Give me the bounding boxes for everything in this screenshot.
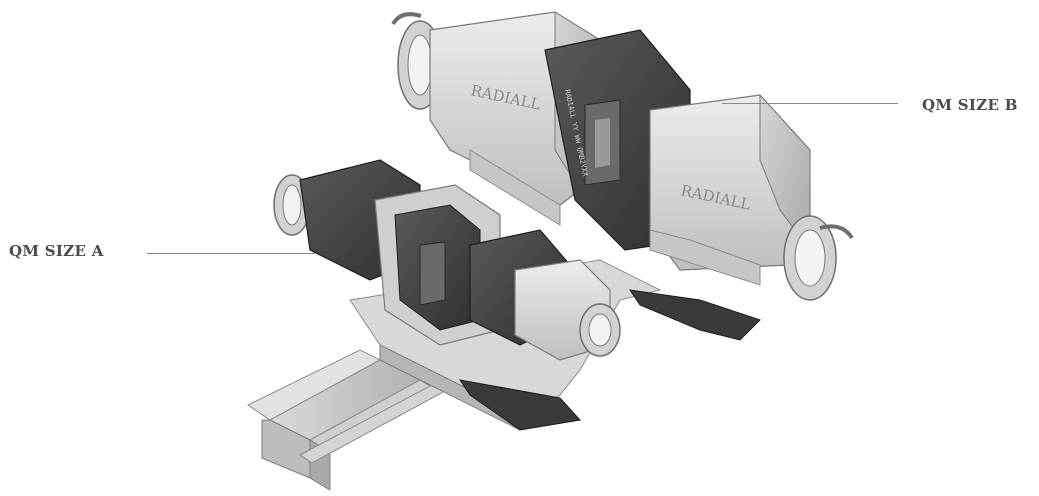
qm-size-a-assembly xyxy=(273,159,621,361)
qm-size-a-label: QM SIZE A xyxy=(9,242,104,260)
size-b-leader-line xyxy=(722,103,898,104)
size-a-leader-line xyxy=(147,253,315,254)
qm-size-b-assembly: RADIALL RADIALL YY WW QMB2YXX RADIALL xyxy=(391,11,854,301)
qm-size-b-label: QM SIZE B xyxy=(922,96,1018,114)
